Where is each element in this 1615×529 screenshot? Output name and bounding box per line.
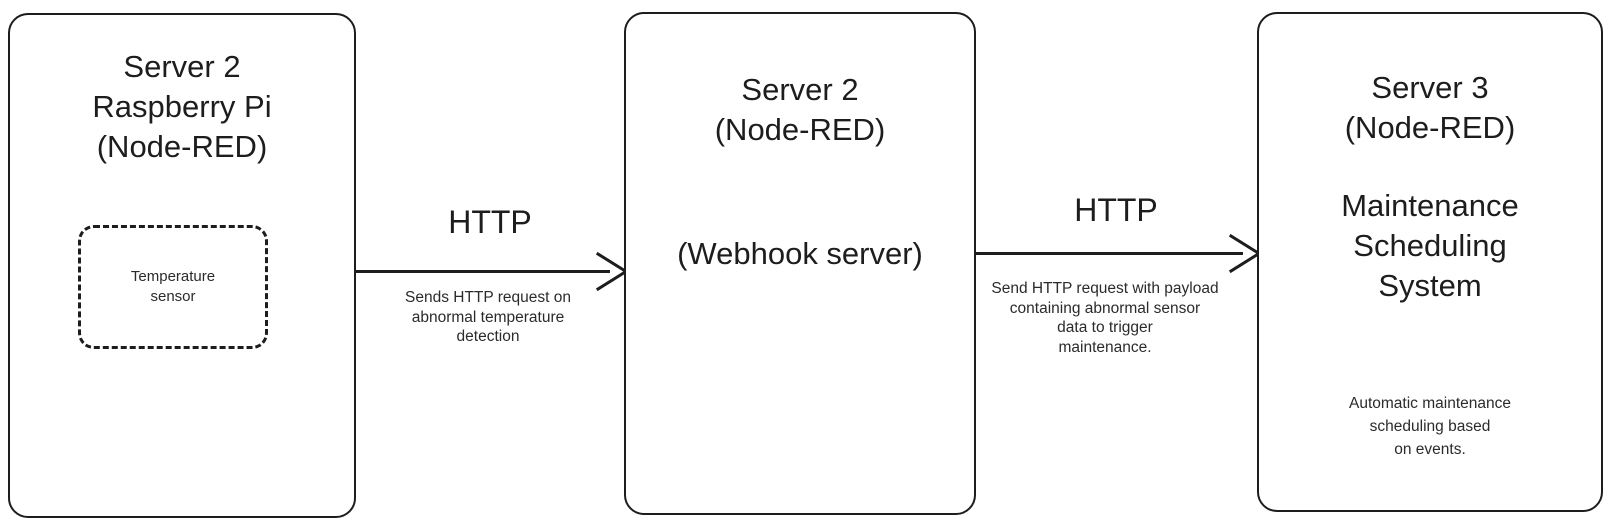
edge-webhook-to-maintenance-line	[975, 252, 1243, 255]
node-webhook-server[interactable]	[624, 12, 976, 515]
node-webhook-server-subtitle: (Webhook server)	[677, 236, 923, 271]
edge-pi-to-webhook-caption: Sends HTTP request on abnormal temperatu…	[405, 289, 571, 345]
node-raspberry-pi-title: Server 2 Raspberry Pi (Node-RED)	[92, 49, 272, 164]
node-maintenance-system-heading: Maintenance Scheduling System	[1341, 188, 1519, 303]
node-maintenance-system-title: Server 3 (Node-RED)	[1344, 70, 1516, 145]
node-maintenance-system[interactable]	[1257, 12, 1603, 512]
edge-pi-to-webhook-line	[356, 270, 610, 273]
edge-webhook-to-maintenance-caption: Send HTTP request with payload containin…	[991, 280, 1219, 356]
temperature-sensor-label: Temperature sensor	[130, 268, 216, 305]
edge-webhook-to-maintenance-label: HTTP	[1074, 192, 1158, 228]
node-webhook-server-title: Server 2 (Node-RED)	[714, 72, 886, 147]
node-maintenance-system-caption: Automatic maintenance scheduling based o…	[1349, 395, 1511, 458]
edge-pi-to-webhook-label: HTTP	[448, 204, 532, 240]
node-temperature-sensor[interactable]: Temperature sensor	[78, 225, 268, 349]
